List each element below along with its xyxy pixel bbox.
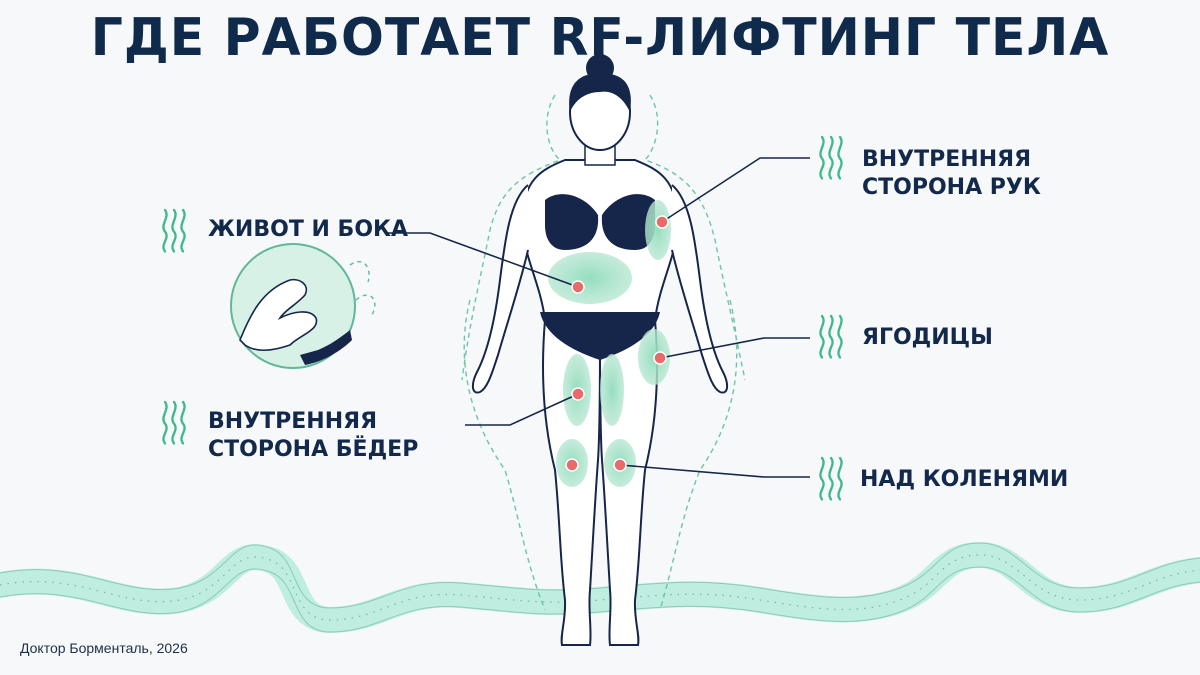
heat-waves-icon	[162, 135, 843, 501]
zone-belly	[548, 252, 632, 304]
target-dots	[565, 215, 669, 472]
hair	[569, 54, 631, 112]
label-belly: ЖИВОТ И БОКА	[208, 217, 409, 242]
pinch-skin-illustration	[230, 243, 376, 369]
zone-thigh-right	[600, 354, 624, 426]
credit-text: Доктор Борменталь, 2026	[20, 640, 188, 656]
label-inner-arms: ВНУТРЕННЯЯ СТОРОНА РУК	[862, 147, 1041, 200]
label-above-knees: НАД КОЛЕНЯМИ	[860, 467, 1069, 492]
label-inner-thighs: ВНУТРЕННЯЯ СТОРОНА БЁДЕР	[208, 409, 419, 462]
measuring-tape	[0, 541, 1200, 634]
swimsuit	[540, 194, 660, 360]
zone-arm	[645, 200, 671, 260]
label-buttocks: ЯГОДИЦЫ	[862, 325, 993, 350]
leader-lines	[388, 157, 810, 478]
